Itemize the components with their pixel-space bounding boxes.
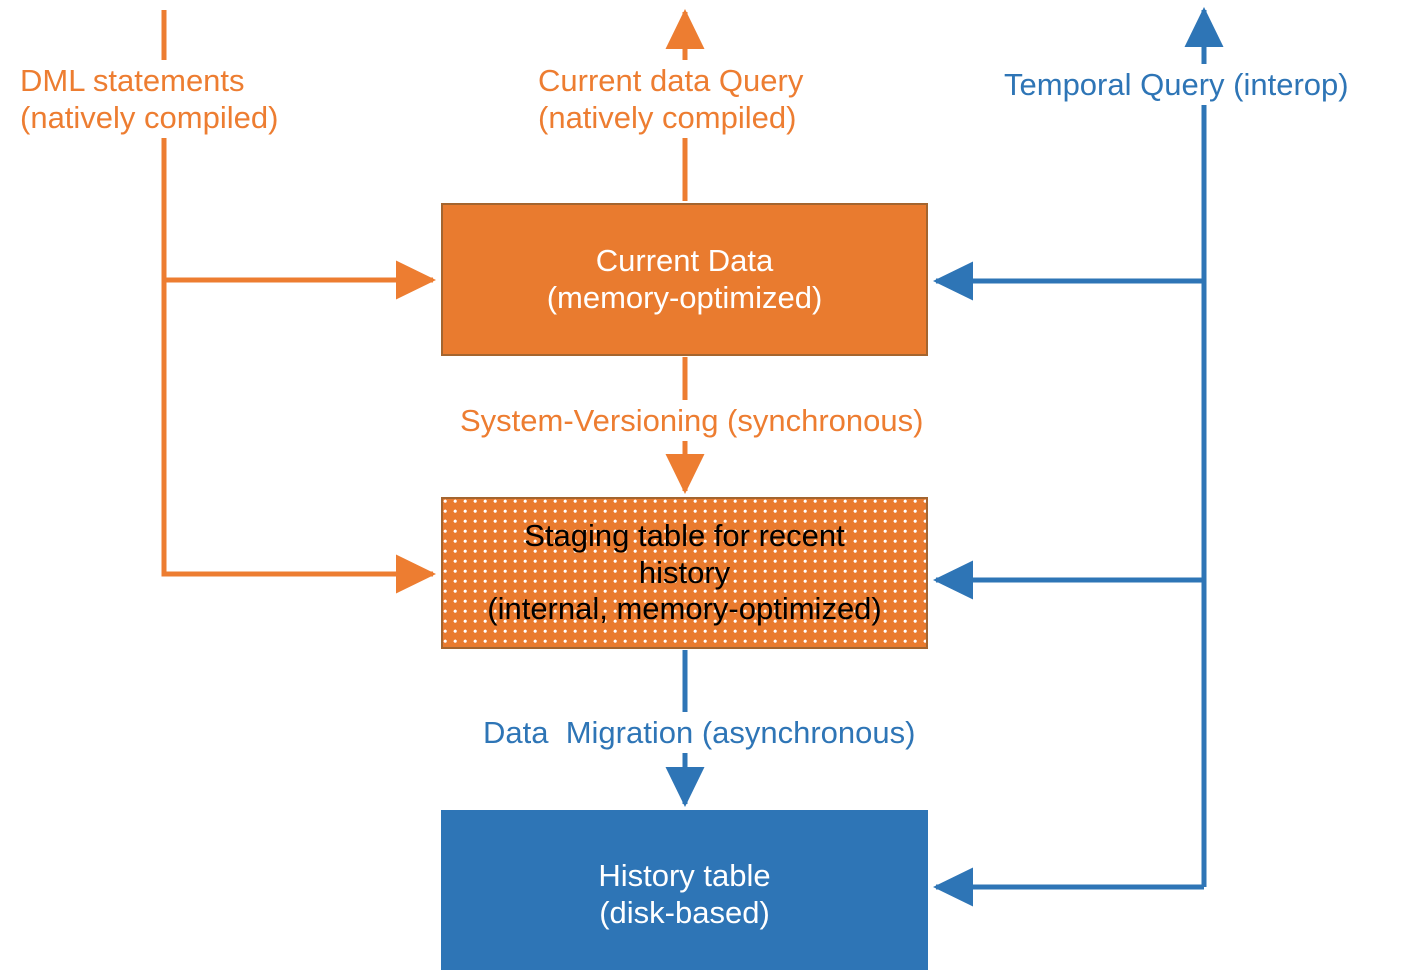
- edge-label-current-data-query-line1: Current data Query: [538, 63, 804, 98]
- node-current-data-line2: (memory-optimized): [546, 279, 823, 315]
- node-staging-table-line2: history: [638, 554, 731, 590]
- node-current-data-line1: Current Data: [595, 242, 774, 278]
- edge-label-temporal-query-line1: Temporal Query (interop): [1004, 67, 1349, 102]
- edge-label-current-data-query: Current data Query(natively compiled): [530, 60, 812, 139]
- edge-label-data-migration-line1: Data Migration (asynchronous): [483, 715, 916, 750]
- node-history-table[interactable]: History table(disk-based): [441, 810, 928, 970]
- node-current-data-text: Current Data(memory-optimized): [547, 243, 823, 316]
- edge-label-system-versioning: System-Versioning (synchronous): [452, 400, 932, 442]
- node-staging-table-line1: Staging table for recent: [524, 518, 845, 554]
- connector-temporal-query: [933, 7, 1224, 907]
- edge-label-data-migration: Data Migration (asynchronous): [475, 712, 924, 754]
- node-current-data[interactable]: Current Data(memory-optimized): [441, 203, 928, 356]
- node-history-table-text: History table(disk-based): [598, 858, 770, 931]
- edge-label-current-data-query-line2: (natively compiled): [538, 100, 797, 136]
- edge-label-dml-statements: DML statements(natively compiled): [12, 60, 287, 139]
- node-staging-table-line3: (internal, memory-optimized): [487, 591, 882, 627]
- edge-label-system-versioning-line1: System-Versioning (synchronous): [460, 403, 924, 438]
- edge-label-temporal-query: Temporal Query (interop): [996, 64, 1357, 106]
- node-history-table-line1: History table: [598, 858, 771, 894]
- edge-label-dml-statements-line1: DML statements: [20, 63, 245, 98]
- node-history-table-line2: (disk-based): [599, 895, 770, 930]
- edge-label-dml-statements-line2: (natively compiled): [20, 100, 279, 136]
